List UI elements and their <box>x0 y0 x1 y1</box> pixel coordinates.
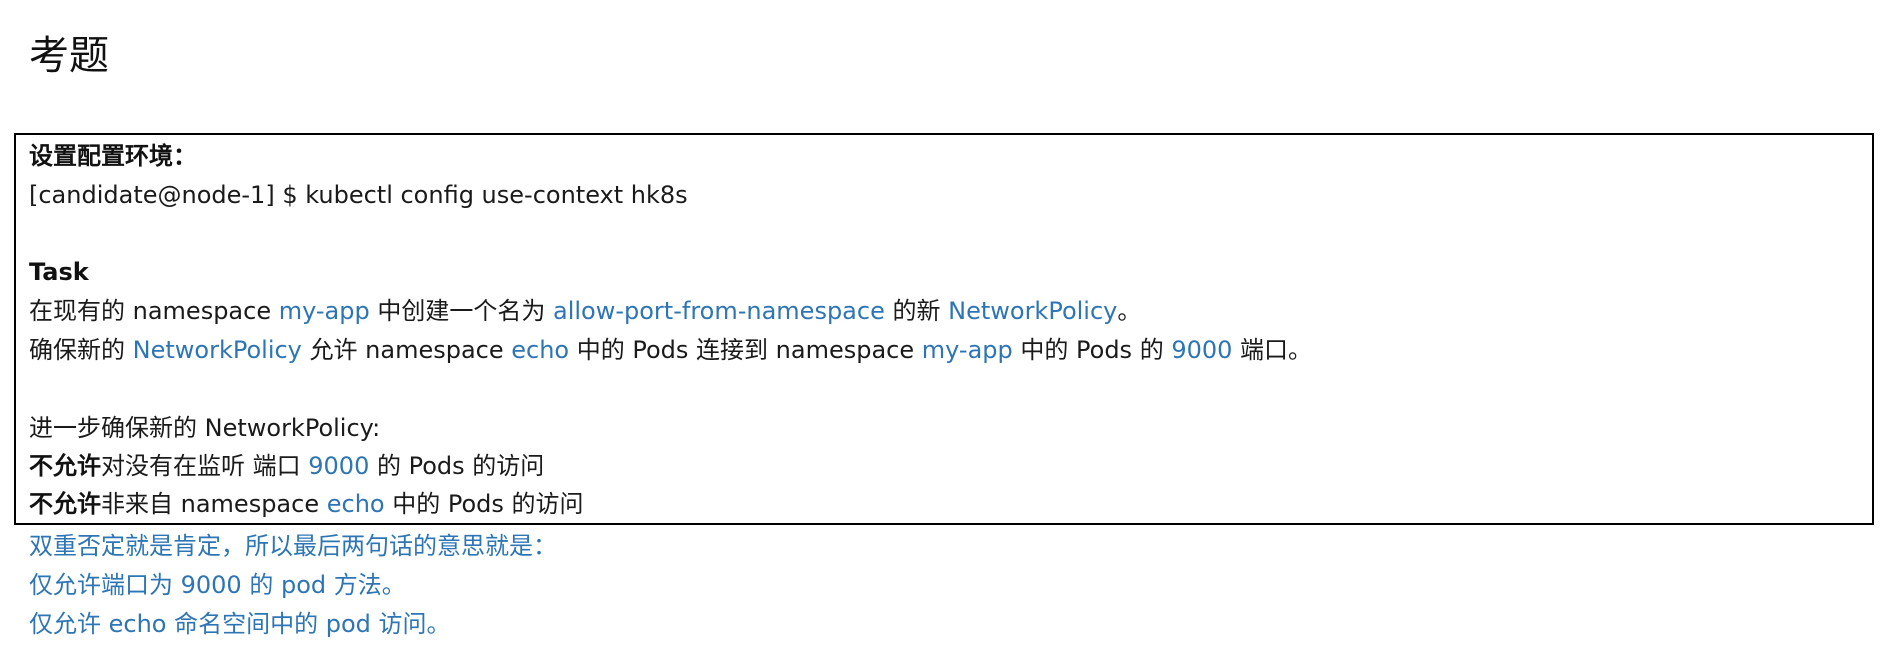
task-line-1-text-d: 。 <box>1117 297 1142 325</box>
setup-heading: 设置配置环境： <box>29 142 197 170</box>
deny-label: 不允许 <box>29 490 101 518</box>
task-line-1-text-c: 的新 <box>884 297 949 325</box>
task-line-2-text-d: 中的 Pods 的 <box>1012 336 1172 364</box>
task-line-2: 确保新的 NetworkPolicy 允许 namespace echo 中的 … <box>29 331 1312 369</box>
task-line-2-text-b: 允许 namespace <box>301 336 512 364</box>
rule-1: 不允许对没有在监听 端口 9000 的 Pods 的访问 <box>29 447 544 485</box>
networkpolicy-kind: NetworkPolicy <box>948 297 1118 325</box>
setup-command: [candidate@node-1] $ kubectl config use-… <box>29 181 688 209</box>
task-line-2-text-a: 确保新的 <box>29 336 133 364</box>
networkpolicy-kind: NetworkPolicy <box>132 336 302 364</box>
rule-2-text-a: 非来自 namespace <box>101 490 327 518</box>
task-heading: Task <box>29 258 89 286</box>
page-title: 考题 <box>29 33 109 79</box>
task-line-2-text-c: 中的 Pods 连接到 namespace <box>569 336 922 364</box>
namespace-echo: echo <box>326 490 385 518</box>
rule-2-text-b: 中的 Pods 的访问 <box>384 490 584 518</box>
policy-name: allow-port-from-namespace <box>553 297 885 325</box>
namespace-my-app: my-app <box>278 297 370 325</box>
namespace-my-app: my-app <box>921 336 1013 364</box>
task-line-1-text-b: 中创建一个名为 <box>369 297 553 325</box>
port-9000: 9000 <box>1171 336 1233 364</box>
note-line-2: 仅允许端口为 9000 的 pod 方法。 <box>29 571 406 599</box>
further-requirement: 进一步确保新的 NetworkPolicy: <box>29 414 381 442</box>
deny-label: 不允许 <box>29 452 101 480</box>
task-line-1: 在现有的 namespace my-app 中创建一个名为 allow-port… <box>29 292 1141 330</box>
task-box <box>14 133 1874 525</box>
note-line-3: 仅允许 echo 命名空间中的 pod 访问。 <box>29 610 451 638</box>
namespace-echo: echo <box>511 336 570 364</box>
task-line-2-text-e: 端口。 <box>1232 336 1313 364</box>
note-line-1: 双重否定就是肯定，所以最后两句话的意思就是： <box>29 532 557 560</box>
rule-2: 不允许非来自 namespace echo 中的 Pods 的访问 <box>29 485 584 523</box>
port-9000: 9000 <box>308 452 370 480</box>
task-line-1-text-a: 在现有的 namespace <box>29 297 279 325</box>
rule-1-text-b: 的 Pods 的访问 <box>369 452 545 480</box>
rule-1-text-a: 对没有在监听 端口 <box>101 452 309 480</box>
